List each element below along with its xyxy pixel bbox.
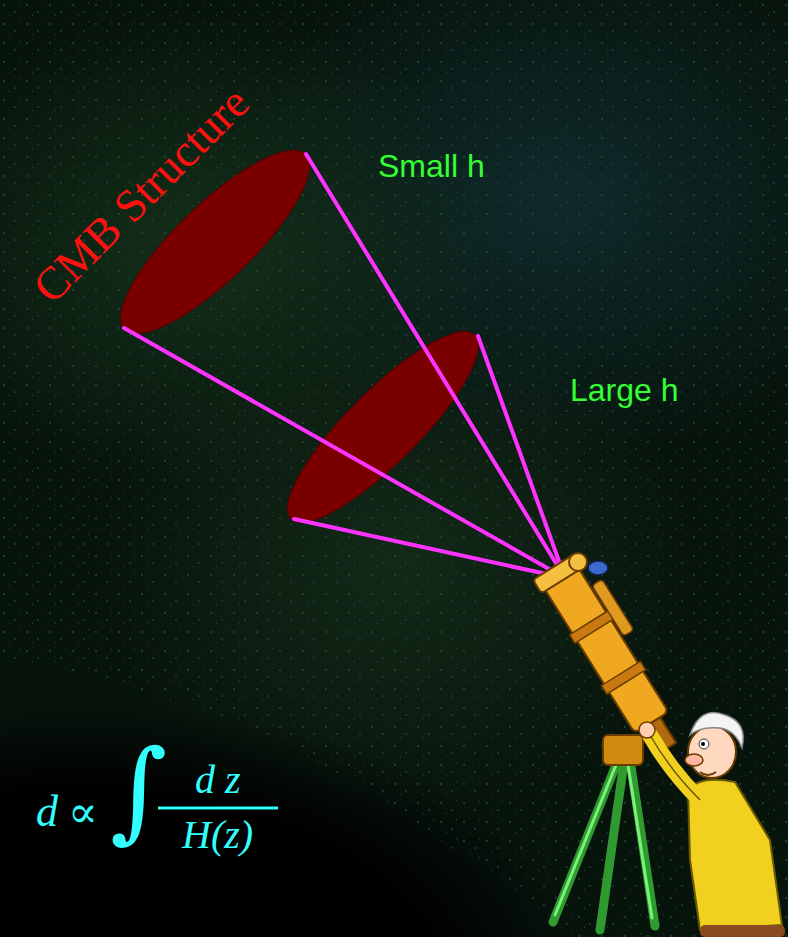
astronomer [639,713,785,937]
tripod-highlight [555,765,652,918]
formula-denominator: H(z) [182,815,253,855]
tripod [553,760,655,930]
fraction-bar [158,807,278,810]
finder-knob [569,553,587,571]
formula-integral: ∫ [110,735,167,845]
far-ellipse [98,127,332,357]
telescope-mount [603,735,643,765]
bird [588,561,608,575]
sight-lines [124,154,565,578]
formula-numerator: d z [195,760,241,800]
telescope [533,549,696,762]
small-h-label: Small h [378,150,485,182]
formula-proportional: ∝ [68,790,98,834]
large-h-label: Large h [570,374,679,406]
formula-d: d [36,790,58,834]
